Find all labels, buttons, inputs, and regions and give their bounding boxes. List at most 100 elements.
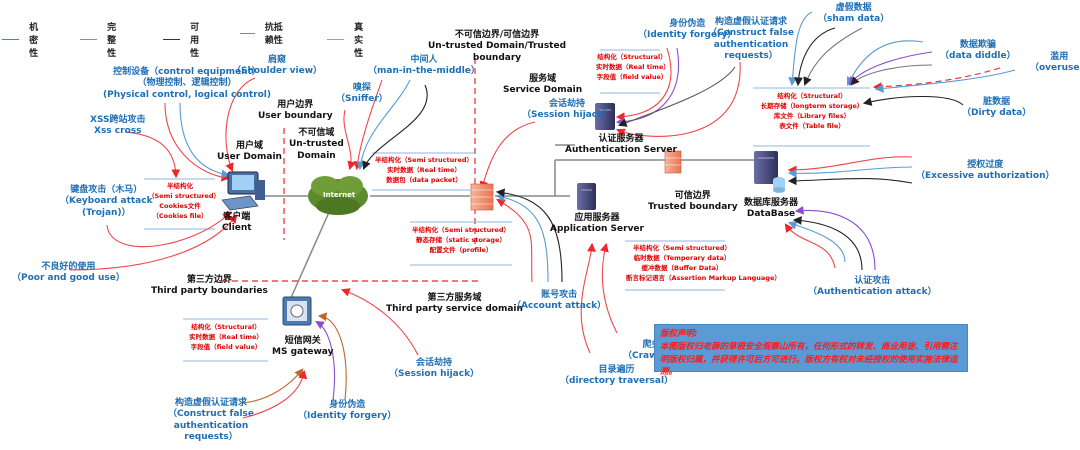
data-item: 静态存储（static storage）: [416, 236, 506, 245]
threat-cn: 不良好的使用: [41, 262, 96, 272]
data-item: 半结构化（Semi structured）: [374, 156, 474, 164]
untrusted-trusted-cn: 不可信边界/可信边界: [454, 30, 540, 40]
data-item: 结构化（Structural）: [777, 92, 847, 100]
threat-en: （directory traversal）: [560, 376, 674, 387]
threat-cn: 控制设备（control equipment）: [113, 67, 261, 77]
arrow-dirty: [862, 96, 964, 106]
ms-gateway-cn: 短信网关: [284, 336, 321, 346]
data-item: 库文件（Library files）: [773, 112, 851, 121]
data-item: 结构化（Structural）: [597, 53, 667, 61]
arrow-account-red: [496, 198, 533, 283]
legend-line-purple: [240, 32, 255, 34]
threat-cn: 中间人: [410, 55, 438, 65]
threat-shoulder-view: 肩窥（Shoulder view）: [232, 55, 322, 78]
copyright-notice: 版权声明: 本图版权归老薛的草根安全观察山所有，任何形式的转发、商业用途、引用需…: [654, 324, 968, 377]
threat-sniffer: 嗅探（Sniffer）: [336, 83, 388, 106]
arrow-overuse-red: [872, 67, 1001, 92]
threat-en: (Physical control, logical control): [103, 89, 272, 100]
threat-account-attack: 账号攻击（Account attack）: [512, 290, 606, 313]
data-item: （Cookies file）: [152, 212, 208, 221]
threat-cn: 会话劫持: [416, 358, 453, 368]
data-item: 字段值（field value）: [596, 73, 668, 82]
threat-en3: requests）: [724, 50, 778, 61]
arrow-dirtraversal: [580, 242, 596, 354]
copyright-body: 本图版权归老薛的草根安全观察山所有，任何形式的转发、商业用途、引用需注明版权归属…: [660, 341, 958, 378]
threat-crawler: 爬虫（Crawler）: [623, 340, 680, 363]
threat-cn: 虚假数据: [835, 3, 872, 13]
data-item: 结构化（Structural）: [191, 323, 261, 331]
firewall-icon: [470, 183, 494, 211]
threat-en2: authentication: [713, 39, 789, 50]
arrow-account-blue: [495, 193, 549, 283]
legend-label: 完整性: [107, 23, 117, 59]
third-party-service-cn: 第三方服务域: [427, 293, 482, 303]
threat-cn: 肩窥: [268, 55, 287, 65]
threat-en: （Identity forgery）: [638, 30, 737, 41]
threat-en: （Session hijack）: [522, 110, 613, 121]
arrow-account-black: [495, 188, 563, 283]
arrow-overuse-blue: [874, 69, 1016, 93]
threat-en1: （Construct false: [708, 28, 795, 39]
arrow-sniffer: [343, 109, 357, 171]
threat-sham-data: 虚假数据（sham data）: [818, 3, 889, 26]
legend-line-orange: [327, 39, 345, 40]
untrusted-trusted-en1: Un-trusted Domain/Trusted: [428, 41, 567, 52]
arrow-session-top: [479, 121, 536, 191]
arrow-diddle-gray: [850, 64, 933, 86]
third-party-service-en: Third party service domain: [386, 304, 523, 315]
trusted-boundary-cn: 可信边界: [674, 191, 711, 201]
arrow-authattack-blue: [787, 221, 846, 263]
legend-label: 真实性: [354, 23, 364, 59]
threat-cn: 脏数据: [983, 97, 1011, 107]
threat-en: （Sniffer）: [336, 94, 388, 105]
threat-control-equipment: 控制设备（control equipment）（物理控制、逻辑控制）(Physi…: [103, 67, 271, 101]
data-item: 实时数据（Real time）: [387, 166, 461, 175]
data-item: （Semi structured）: [148, 192, 221, 201]
threat-en: （overuse）: [1030, 63, 1080, 74]
legend-item-authenticity: 真实性: [327, 20, 372, 59]
threat-mitm: 中间人（man-in-the-middle）: [368, 55, 480, 78]
threat-keyboard-attack: 键盘攻击（木马）（Keyboard attack(Trojan)）: [60, 185, 153, 219]
legend-item-confidentiality: 机密性: [2, 20, 47, 59]
service-domain-cn: 服务域: [529, 74, 557, 84]
data-item: 半结构化（Semi structured）: [411, 226, 511, 234]
data-box-gateway: 结构化（Structural）实时数据（Real time）字段值（field …: [186, 322, 266, 352]
data-box-firewall: 半结构化（Semi structured） 静态存储（static storage…: [410, 225, 512, 255]
threat-cn: 嗅探: [352, 83, 371, 93]
internet-label: Internet: [323, 191, 356, 199]
threat-cn: 授权过度: [967, 160, 1004, 170]
app-server-cn: 应用服务器: [574, 213, 620, 223]
arrow-falseauth-orange: [242, 368, 304, 404]
threat-dir-traversal: 目录遍历（directory traversal）: [560, 365, 673, 388]
database-en: DataBase: [746, 209, 796, 220]
data-item: 临时数据（Temporary data）: [633, 254, 731, 263]
legend-item-availability: 可用性: [163, 20, 208, 59]
threat-en: （Shoulder view）: [232, 66, 323, 77]
data-box-database: 结构化（Structural）长期存储（longterm storage）库文件…: [756, 91, 868, 131]
threat-en: （Poor and good use）: [12, 273, 125, 284]
data-item: 实时数据（Real time）: [596, 63, 670, 72]
data-item: 半结构化（Semi structured）: [632, 244, 732, 252]
data-box-client: 半结构化（Semi structured）Cookies文件（Cookies f…: [148, 181, 221, 221]
threat-cn: 账号攻击: [541, 290, 578, 300]
data-item: 配置文件（profile）: [429, 246, 493, 255]
threat-en: （Excessive authorization）: [916, 171, 1055, 182]
internet-cloud-icon: [308, 176, 368, 215]
third-party-boundary-cn: 第三方边界: [186, 275, 232, 285]
data-item: 缓冲数据（Buffer Data）: [641, 264, 723, 273]
threat-session-hijack-top: 会话劫持（Session hijack）: [522, 99, 612, 122]
threat-en: （Crawler）: [623, 351, 681, 362]
arrow-identity-red: [615, 47, 672, 122]
threat-cn: 目录遍历: [598, 365, 635, 375]
database-server-icon: [754, 151, 785, 193]
legend-line-black: [163, 39, 181, 40]
user-domain-en: User Domain: [217, 152, 282, 163]
threat-cn: 身份伪造: [669, 19, 706, 29]
threat-en1: （Keyboard attack: [60, 196, 153, 207]
legend-item-integrity: 完整性: [80, 20, 125, 59]
threat-cn: 认证攻击: [854, 276, 891, 286]
